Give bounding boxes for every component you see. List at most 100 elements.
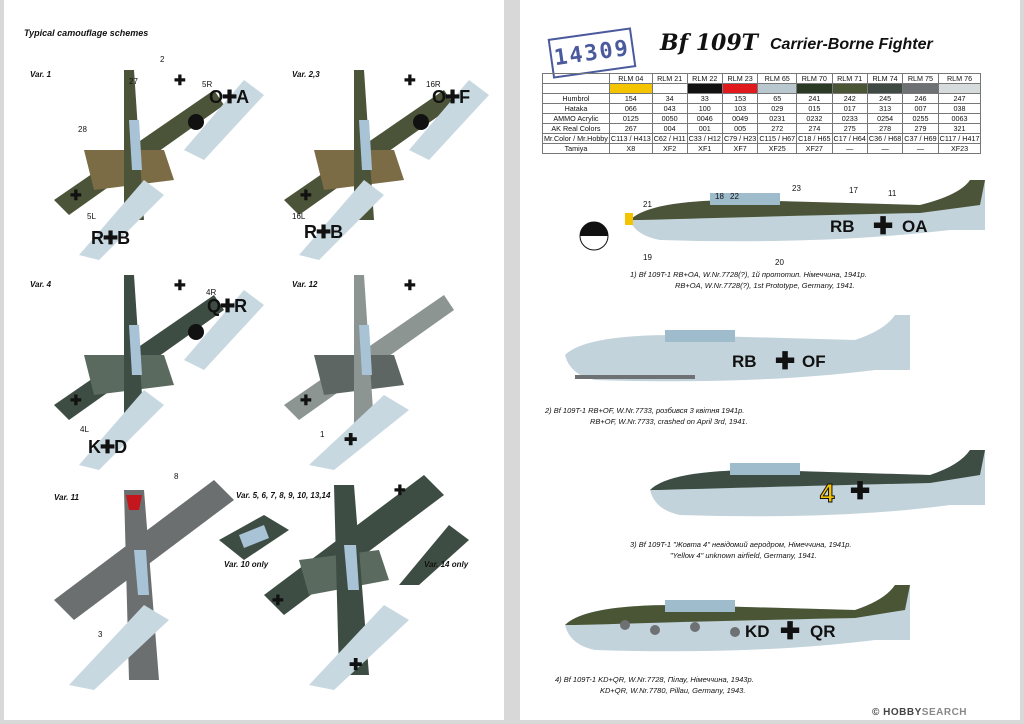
paint-code-cell: 004: [651, 123, 688, 134]
plane-top-view-var1: ✚ ✚: [54, 70, 224, 220]
paint-code-cell: XF2: [651, 143, 688, 154]
paint-code-cell: 272: [757, 123, 798, 134]
code-v1-bottom: R✚B: [91, 228, 130, 248]
code-v4-top: Q✚R: [207, 296, 247, 316]
paint-header-row: RLM 04 RLM 21 RLM 22 RLM 23 RLM 65 RLM 7…: [542, 73, 982, 84]
paint-code-cell: 007: [902, 103, 939, 114]
paint-swatch: [796, 83, 833, 94]
callout-8: 8: [174, 472, 179, 481]
code-v23-bottom: R✚B: [304, 222, 343, 242]
header-corner: [542, 73, 610, 84]
svg-text:✚: ✚: [394, 482, 406, 498]
svg-text:✚: ✚: [404, 277, 416, 293]
paint-code-cell: 038: [937, 103, 982, 114]
watermark: © HOBBYSEARCH: [872, 707, 967, 718]
paint-code-cell: C117 / H417: [937, 133, 982, 144]
model-title: Bf 109T: [660, 30, 759, 56]
tail-detail-var14: [399, 525, 469, 585]
balkenkreuz-icon: ✚: [873, 213, 894, 240]
paint-code-cell: 0233: [831, 113, 868, 124]
balkenkreuz-icon: ✚: [780, 618, 801, 645]
paint-swatch: [608, 83, 653, 94]
wing-underside-var12: ✚: [309, 395, 409, 470]
profile-3-caption-en: "Yellow 4" unknown airfield, Germany, 19…: [670, 551, 817, 560]
paint-code-cell: —: [831, 143, 868, 154]
paint-brand-label: AK Real Colors: [542, 123, 610, 134]
svg-text:✚: ✚: [174, 277, 186, 293]
paint-code-cell: 0125: [608, 113, 653, 124]
callout-27: 27: [129, 77, 138, 86]
header-rlm: RLM 70: [796, 73, 833, 84]
wing-underside-var2-3: [409, 80, 489, 160]
svg-text:✚: ✚: [70, 187, 82, 203]
profile-3-caption-ua: 3) Bf 109T-1 "Жовта 4" невідомий аеродро…: [630, 540, 852, 549]
profile-1-callout: 23: [792, 184, 801, 193]
profile-1-callout: 11: [888, 189, 897, 198]
header-rlm: RLM 21: [651, 73, 688, 84]
paint-code-cell: C18 / H65: [796, 133, 833, 144]
paint-brand-label: Humbrol: [542, 93, 610, 104]
paint-swatch: [866, 83, 904, 94]
profile-4-code-left: KD: [745, 622, 770, 641]
profile-1-callout: 21: [643, 200, 652, 209]
code-v1-top: O✚A: [209, 87, 249, 107]
paint-code-cell: 65: [757, 93, 798, 104]
profile-1-callout: 20: [775, 258, 784, 267]
profile-1-callout: 22: [730, 192, 739, 201]
paint-swatch: [686, 83, 723, 94]
paint-code-cell: 246: [902, 93, 939, 104]
paint-code-cell: 278: [866, 123, 904, 134]
paint-code-cell: 313: [866, 103, 904, 114]
paint-brand-label: Mr.Color / Mr.Hobby: [542, 133, 610, 144]
paint-code-cell: C37 / H69: [902, 133, 939, 144]
paint-code-cell: C115 / H67: [757, 133, 798, 144]
wing-underside-var4: [184, 290, 264, 370]
paint-code-cell: 0063: [937, 113, 982, 124]
subtitle: Carrier-Borne Fighter: [770, 36, 933, 53]
watermark-brand: HOBBY: [883, 707, 922, 718]
callout-3: 3: [98, 630, 103, 639]
callout-28: 28: [78, 125, 87, 134]
paint-code-cell: —: [902, 143, 939, 154]
paint-code-cell: 34: [651, 93, 688, 104]
paint-swatch: [902, 83, 939, 94]
wing-underside-var11: [69, 605, 169, 690]
callout-2: 2: [160, 55, 165, 64]
paint-code-cell: 0254: [866, 113, 904, 124]
profile-3-side-view: [650, 450, 985, 517]
plane-top-view-var5-14: ✚ ✚: [264, 475, 444, 675]
callout-4l: 4L: [80, 425, 89, 434]
svg-text:✚: ✚: [300, 392, 312, 408]
header-rlm: RLM 76: [937, 73, 982, 84]
profile-2-caption-ua: 2) Bf 109T-1 RB+OF, W.Nr.7733, розбився …: [545, 406, 745, 415]
paint-code-cell: C36 / H68: [866, 133, 904, 144]
fuselage-underside-var1: [79, 180, 164, 260]
plane-top-view-var4: ✚ ✚: [54, 275, 224, 425]
paint-code-cell: 153: [721, 93, 759, 104]
callout-1: 1: [320, 430, 325, 439]
wing-underside-var5-14: ✚: [309, 605, 409, 690]
paint-code-cell: 017: [831, 103, 868, 114]
profile-2-side-view: [565, 315, 910, 382]
variant-label-10-only: Var. 10 only: [224, 560, 269, 569]
paint-code-cell: XF27: [796, 143, 833, 154]
profile-2-code-right: OF: [802, 352, 826, 371]
paint-code-cell: C113 / H413: [608, 133, 653, 144]
paint-code-cell: 066: [608, 103, 653, 114]
paint-code-cell: 0046: [686, 113, 723, 124]
header-rlm: RLM 22: [686, 73, 723, 84]
fuselage-underside-var2-3: [299, 180, 384, 260]
variant-label-11: Var. 11: [54, 493, 79, 502]
watermark-mark: ©: [872, 707, 880, 718]
svg-text:✚: ✚: [344, 432, 357, 449]
paint-code-cell: 267: [608, 123, 653, 134]
callout-4r: 4R: [206, 288, 217, 297]
profile-1-code-right: OA: [902, 217, 928, 236]
paint-code-cell: XF25: [757, 143, 798, 154]
paint-code-cell: 241: [796, 93, 833, 104]
profile-4-code-right: QR: [810, 622, 836, 641]
callout-5r: 5R: [202, 80, 213, 89]
